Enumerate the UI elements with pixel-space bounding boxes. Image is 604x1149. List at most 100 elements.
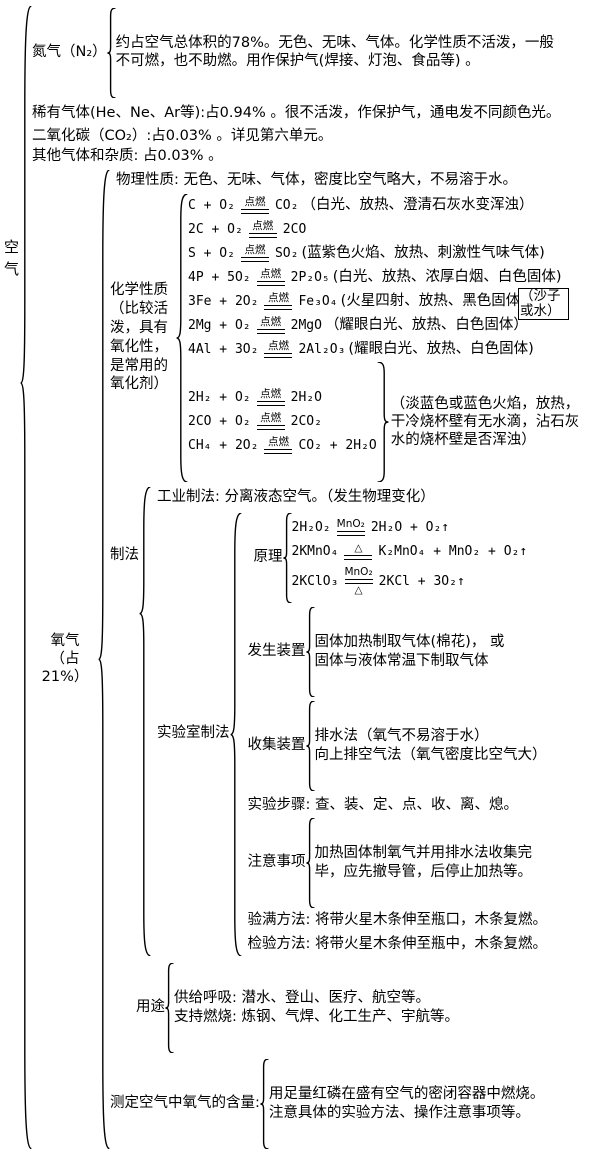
reaction-condition: 点燃 [240,243,269,263]
condition-label: MnO₂ [336,518,365,531]
chemical-properties-brace [176,194,188,482]
eq-left: 2Mg + O₂ [188,317,251,333]
generator-line2: 固体与液体常温下制取气体 [314,652,489,669]
reaction-condition: 点燃 [264,339,293,359]
equation-carbon-monoxide-burn: 2CO + O₂ 点燃 2CO₂ [188,411,322,431]
generator-section: 发生装置 固体加热制取气体(棉花)， 或 固体与液体常温下制取气体 [248,607,505,697]
rare-gas-line: 稀有气体(He、Ne、Ar等):占0.94% 。很不活泼，作保护气，通电发不同颜… [32,105,561,121]
uses-line1: 供给呼吸: 潜水、登山、医疗、航空等。 [174,989,430,1006]
eq-left: 2C + O₂ [188,221,243,237]
eq-left: 2CO + O₂ [188,413,251,429]
condition-label: 点燃 [260,267,282,280]
lab-method-label: 实验室制法 [157,725,230,742]
eq-left: 2KMnO₄ [291,544,339,560]
eq-note: （耀眼白光、放热、白色固体） [324,316,528,333]
uses-label: 用途 [136,998,165,1015]
eq-right: K₂MnO₄ + MnO₂ + O₂↑ [378,544,528,560]
double-line [256,400,285,406]
equation-aluminum: 4Al + 3O₂ 点燃 2Al₂O₃ (耀眼白光、放热、白色固体) [188,339,534,359]
condition-label: 点燃 [260,411,282,424]
eq-note: (耀眼白光、放热、白色固体) [348,341,534,357]
double-line [264,352,293,358]
nitrogen-label: 氮气（N₂） [32,44,107,61]
generator-line1: 固体加热制取气体(棉花)， 或 [314,633,505,650]
reaction-condition: 点燃 [256,411,285,431]
oxygen-label: 氧气 （占21%） [32,632,98,686]
other-gases-line: 其他气体和杂质: 占0.03% 。 [32,148,223,165]
cautions-section: 注意事项 加热固体制氧气并用排水法收集完 毕，应先撤导管，后停止加热等。 [247,818,533,908]
condition-label: 点燃 [267,435,289,448]
eq-left: 4Al + 3O₂ [188,341,259,357]
preparation-section: 制法 工业制法: 分离液态空气。（发生物理变化） 实验室制法 原理 [110,487,547,956]
measure-line2: 注意具体的实验方法、操作注意事项等。 [268,1104,530,1121]
uses-section: 用途 供给呼吸: 潜水、登山、医疗、航空等。 支持燃烧: 炼钢、气焊、化工生产、… [136,963,459,1053]
eq-left: 2H₂O₂ [291,520,331,536]
double-line [240,208,269,214]
condition-label: 点燃 [260,387,282,400]
oxygen-label-percent: （占21%） [41,651,89,686]
experiment-steps-line: 实验步骤: 查、装、定、点、收、离、熄。 [247,796,519,813]
condition-label: 点燃 [267,339,289,352]
reaction-condition: MnO₂△ [344,567,372,596]
double-line [256,328,285,334]
eq-right: CO₂ + 2H₂O [298,437,377,453]
reaction-condition: 点燃 [240,195,269,215]
eq-right: 2Al₂O₃ [298,341,346,357]
condition-label: 点燃 [244,195,266,208]
reaction-condition: 点燃 [256,267,285,287]
uses-brace [165,963,174,1053]
equation-carbon: C + O₂ 点燃 CO₂ （白光、放热、澄清石灰水变浑浊） [188,195,533,215]
equation-peroxide: 2H₂O₂ MnO₂ 2H₂O + O₂↑ [291,518,449,537]
double-line [248,232,277,238]
flame-group: 2H₂ + O₂ 点燃 2H₂O 2CO + O₂ 点燃 2CO₂ [188,362,583,482]
measure-oxygen-brace [260,1059,269,1149]
principle-section: 原理 2H₂O₂ MnO₂ 2H₂O + O₂↑ [248,513,528,603]
carbon-dioxide-line: 二氧化碳（CO₂）:占0.03% 。详见第六单元。 [32,127,333,144]
eq-right: 2CO [282,221,307,237]
industrial-method-line: 工业制法: 分离液态空气。（发生物理变化） [157,488,435,505]
reaction-condition: MnO₂ [336,518,365,537]
eq-right: 2P₂O₅ [290,269,330,285]
full-test-line: 验满方法: 将带火星木条伸至瓶口，木条复燃。 [247,912,548,929]
lab-method-section: 实验室制法 原理 2H₂O₂ [157,513,547,956]
chemical-properties-section: 化学性质（比较活泼，具有氧化性，是常用的氧化剂） C + O₂ 点燃 CO₂ （… [110,194,583,482]
eq-right: 2CO₂ [290,413,322,429]
flame-group-note: （淡蓝色或蓝色火焰，放热，干冷烧杯壁有无水滴，沾石灰水的烧杯壁是否浑浊） [390,395,580,448]
collection-section: 收集装置 排水法（氧气不易溶于水） 向上排空气法（氧气密度比空气大） [248,701,547,791]
eq-right: SO₂ [274,245,299,261]
eq-left: S + O₂ [188,245,235,261]
preparation-brace [139,487,151,956]
double-line [264,448,293,454]
double-line [264,304,293,310]
condition-label: 点燃 [252,219,274,232]
cautions-label: 注意事项 [247,854,306,871]
double-line [336,531,365,537]
condition-below: △ [354,584,363,597]
principle-label: 原理 [253,548,283,565]
condition-label: 点燃 [244,243,266,256]
measure-oxygen-label: 测定空气中氧气的含量: [110,1094,260,1111]
oxygen-brace [98,170,110,1149]
double-line [256,424,285,430]
double-line [344,579,373,585]
eq-left: 3Fe + 2O₂ [188,293,259,309]
double-line [240,256,269,262]
equation-magnesium: 2Mg + O₂ 点燃 2MgO （耀眼白光、放热、白色固体） [188,316,528,335]
nitrogen-text: 约占空气总体积的78%。无色、无味、气体。化学性质不活泼，一般不可燃，也不助燃。… [115,35,554,69]
reaction-condition: 点燃 [256,387,285,407]
flame-group-brace [377,362,389,482]
condition-label: △ [354,542,363,555]
eq-right: 2MgO [290,317,322,333]
nitrogen-brace [107,8,116,98]
preparation-label: 制法 [110,546,139,563]
measure-line1: 用足量红磷在盛有空气的密闭容器中燃烧。 [268,1085,545,1102]
equation-methane: CH₄ + 2O₂ 点燃 CO₂ + 2H₂O [188,435,377,455]
sand-or-water-boxed-note: （沙子或水） [518,287,569,320]
collection-line2: 向上排空气法（氧气密度比空气大） [314,746,547,763]
cautions-line2: 毕，应先撤导管，后停止加热等。 [314,864,533,881]
condition-label: 点燃 [267,291,289,304]
eq-left: 2KClO₃ [291,573,339,589]
air-brace [20,6,32,1149]
nitrogen-section: 氮气（N₂） 约占空气总体积的78%。无色、无味、气体。化学性质不活泼，一般不可… [32,8,568,98]
